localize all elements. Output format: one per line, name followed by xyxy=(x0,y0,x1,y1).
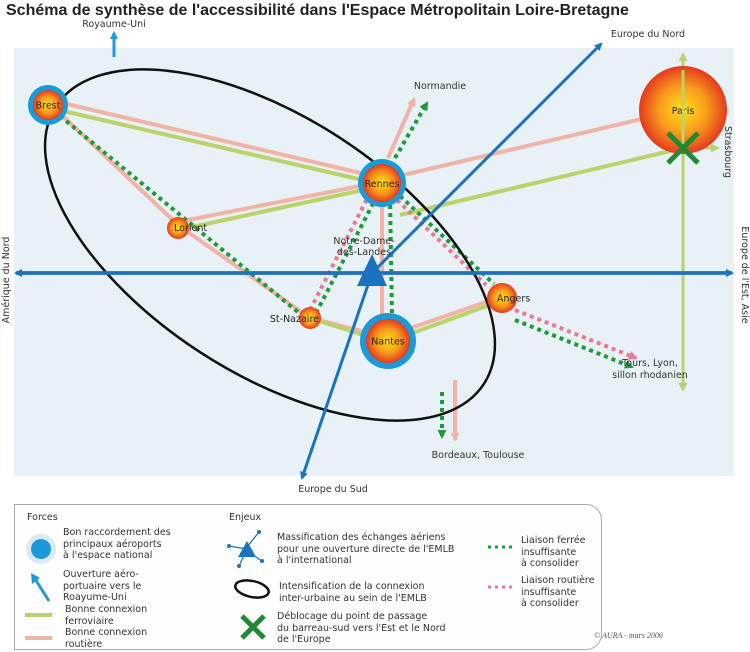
road-brest-rennes xyxy=(49,98,383,180)
axis-europe-nord xyxy=(370,42,603,275)
svg-text:St-Nazaire: St-Nazaire xyxy=(270,314,319,325)
road-brest-lorient xyxy=(48,102,180,227)
label-royaume-uni: Royaume-Uni xyxy=(82,19,146,30)
rail-line-icon xyxy=(25,613,52,617)
label-notre-dame-2: des-Landes xyxy=(337,247,391,258)
green-cross-icon xyxy=(240,614,266,640)
copyright-credit: © AURA - mars 2006 xyxy=(594,631,663,640)
road-rennes-paris xyxy=(381,108,681,182)
accessibility-map: Brest Lorient Rennes St-Nazaire Nantes A… xyxy=(1,19,750,495)
rail-insuff-normandie xyxy=(393,101,429,160)
label-normandie: Normandie xyxy=(414,81,466,92)
label-europe-sud: Europe du Sud xyxy=(298,484,368,495)
road-line-icon xyxy=(25,636,52,640)
rail-insuff-tours xyxy=(514,318,634,369)
legend-forces-title: Forces xyxy=(27,512,58,523)
label-europe-nord: Europe du Nord xyxy=(611,29,685,40)
svg-text:Brest: Brest xyxy=(36,101,61,112)
road-insuff-stnazaire-rennes xyxy=(308,196,370,311)
ellipse-icon xyxy=(234,579,270,599)
map-title: Schéma de synthèse de l'accessibilité da… xyxy=(6,2,629,19)
rail-lorient-rennes xyxy=(177,184,383,232)
label-notre-dame-1: Notre-Dame- xyxy=(333,236,394,247)
road-rennes-normandie xyxy=(386,97,416,159)
rail-insuff-brest-stnazaire xyxy=(58,114,312,324)
rail-rennes-paris xyxy=(399,146,684,217)
rail-insuff-stnazaire-rennes xyxy=(314,197,378,314)
svg-text:Lorient: Lorient xyxy=(174,223,207,234)
label-bordeaux-toulouse: Bordeaux, Toulouse xyxy=(432,450,525,461)
road-lorient-rennes xyxy=(177,180,381,224)
road-connections xyxy=(48,97,681,442)
city-rennes[interactable]: Rennes xyxy=(358,159,406,207)
label-europe-est-asie: Europe de l'Est, Asie xyxy=(739,226,750,323)
city-lorient[interactable]: Lorient xyxy=(167,217,207,239)
airport-project-triangle xyxy=(357,254,387,286)
rail-brest-rennes xyxy=(49,106,381,186)
bottleneck-cross-icon xyxy=(666,131,700,165)
label-amerique-nord: Amérique du Nord xyxy=(1,237,12,324)
legend-enjeu-ellipse: Massification des échanges aériens Inten… xyxy=(279,581,427,604)
city-nantes[interactable]: Nantes xyxy=(360,313,416,369)
svg-text:Nantes: Nantes xyxy=(371,337,405,348)
axis-europe-sud xyxy=(300,272,374,480)
label-tours-lyon-2: sillon rhodanien xyxy=(612,370,688,381)
city-brest[interactable]: Brest xyxy=(28,85,68,125)
label-strasbourg: Strasbourg xyxy=(722,126,733,178)
svg-text:Angers: Angers xyxy=(497,294,530,305)
svg-text:Rennes: Rennes xyxy=(365,179,400,190)
triangle-arrows-icon xyxy=(227,530,264,568)
city-st-nazaire[interactable]: St-Nazaire xyxy=(270,307,321,329)
label-tours-lyon-1: Tours, Lyon, xyxy=(621,358,678,369)
arrow-up-left-icon xyxy=(31,573,51,602)
rail-insuff-rennes-angers xyxy=(398,194,496,286)
dotted-pink-icon xyxy=(488,585,516,589)
road-insuff-tours xyxy=(514,308,638,360)
airport-circle-icon xyxy=(26,534,56,564)
insufficient-road-links xyxy=(308,196,638,360)
city-angers[interactable]: Angers xyxy=(487,283,530,313)
dotted-green-icon xyxy=(488,545,516,549)
legend-enjeux-title: Enjeux xyxy=(229,512,262,523)
